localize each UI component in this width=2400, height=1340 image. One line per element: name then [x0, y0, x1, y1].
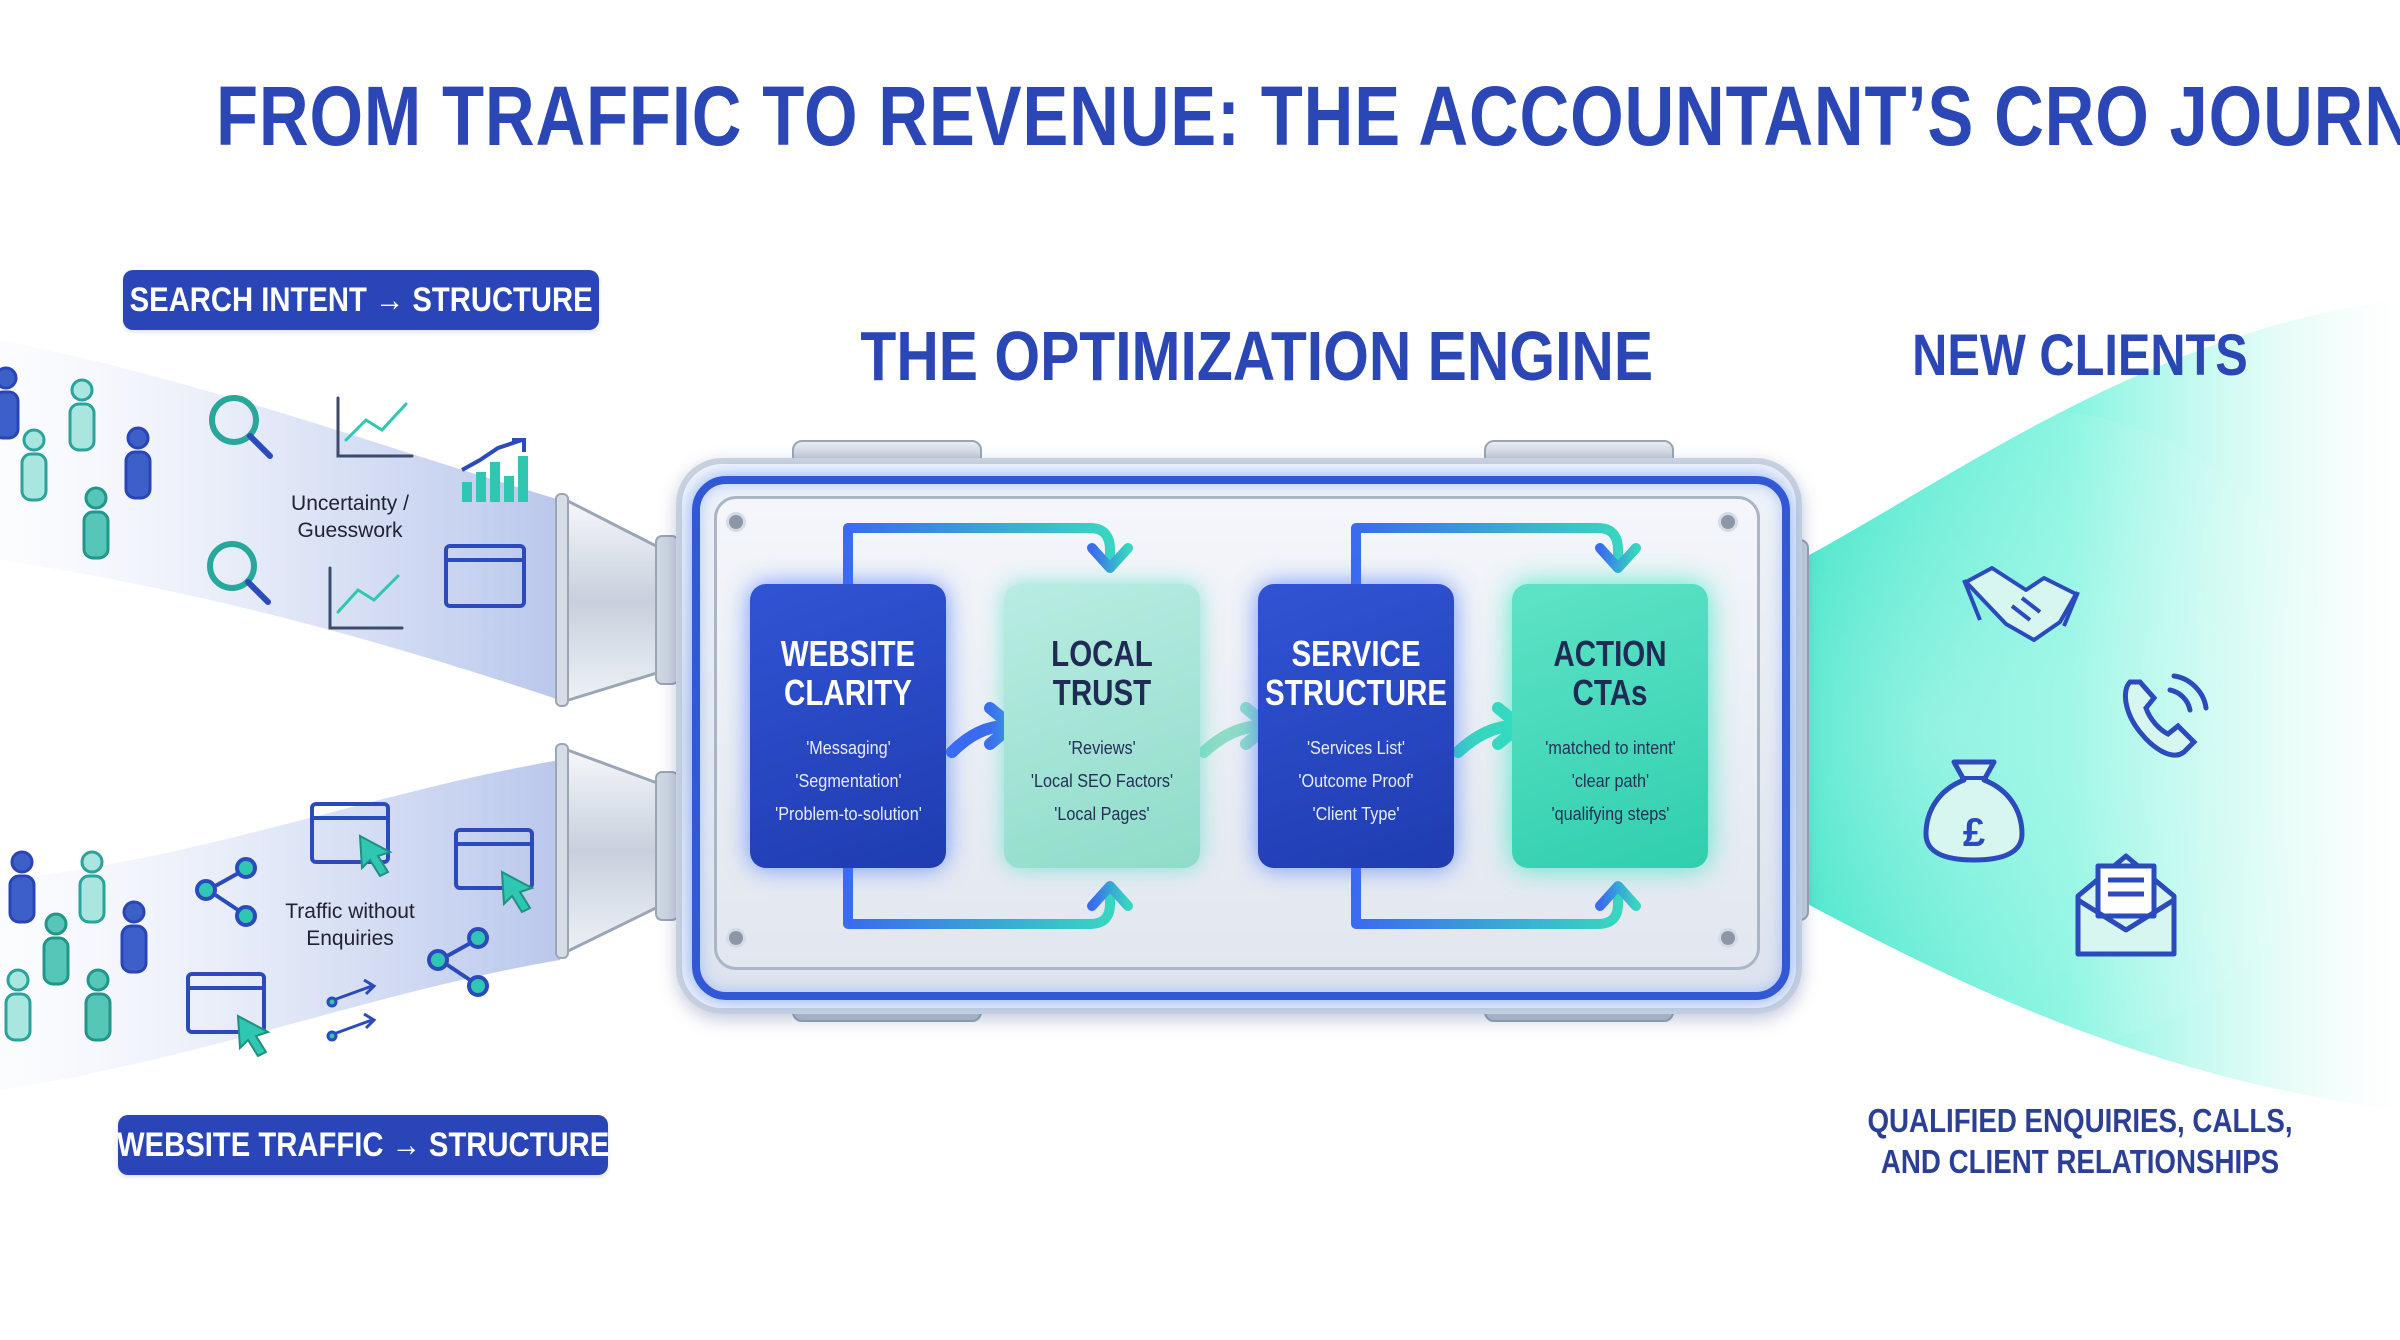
- page-title: FROM TRAFFIC TO REVENUE: THE ACCOUNTANT’…: [216, 69, 2400, 163]
- traffic-label-line: Traffic without: [285, 900, 415, 923]
- bolt-icon: [1718, 928, 1738, 948]
- share-network-icon: [427, 927, 489, 997]
- traffic-without-enquiries-label: Traffic without Enquiries: [270, 898, 430, 952]
- flow-arrows-icon: [326, 978, 377, 1042]
- stage-title: TRUST: [1052, 672, 1152, 713]
- new-clients-title: NEW CLIENTS: [1912, 323, 2248, 388]
- result-caption-line: AND CLIENT RELATIONSHIPS: [1880, 1143, 2280, 1180]
- money-bag-icon: £: [1923, 759, 2025, 863]
- handshake-icon: [1962, 566, 2080, 642]
- stage-item: 'clear path': [1571, 771, 1649, 791]
- phone-icon: [2122, 673, 2209, 758]
- uncertainty-label: Uncertainty / Guesswork: [270, 490, 430, 544]
- stage-item: 'Local Pages': [1054, 804, 1150, 824]
- intake-funnel-top: [555, 493, 679, 707]
- website-traffic-pill-label: WEBSITE TRAFFIC → STRUCTURE: [116, 1125, 610, 1164]
- people-group-bottom-icon: [4, 850, 148, 1042]
- svg-text:£: £: [1963, 811, 1985, 855]
- bolt-icon: [1718, 512, 1738, 532]
- stage-item: 'Services List': [1306, 738, 1406, 758]
- bar-chart-icon: [461, 438, 528, 502]
- search-intent-pill: SEARCH INTENT → STRUCTURE: [123, 270, 599, 330]
- share-network-icon: [195, 857, 257, 927]
- result-caption: QUALIFIED ENQUIRIES, CALLS, AND CLIENT R…: [1836, 1100, 2323, 1182]
- result-caption-line: QUALIFIED ENQUIRIES, CALLS,: [1867, 1102, 2293, 1139]
- stage-item: 'qualifying steps': [1551, 804, 1669, 824]
- stage-title: SERVICE: [1291, 633, 1421, 674]
- stage-title: ACTION: [1553, 633, 1667, 674]
- intake-funnel-bottom: [555, 743, 679, 959]
- stage-item: 'Reviews': [1068, 738, 1136, 758]
- browser-cursor-icon: [454, 828, 535, 914]
- people-group-top-icon: [0, 366, 152, 560]
- stage-item: 'Local SEO Factors': [1030, 771, 1174, 791]
- traffic-label-line: Enquiries: [306, 927, 394, 950]
- stage-item: 'Problem-to-solution': [774, 804, 922, 824]
- traffic-stream-bottom: [0, 760, 560, 1090]
- search-icon: [207, 541, 271, 605]
- browser-window-icon: [444, 544, 526, 608]
- engine-title: THE OPTIMIZATION ENGINE: [860, 317, 1654, 395]
- stage-item: 'Client Type': [1312, 804, 1400, 824]
- bolt-icon: [726, 512, 746, 532]
- browser-cursor-icon: [186, 972, 271, 1058]
- stage-item: 'Outcome Proof': [1298, 771, 1414, 791]
- trend-chart-icon: [328, 566, 404, 630]
- search-icon: [209, 395, 273, 459]
- envelope-icon: [2075, 853, 2177, 957]
- stage-title: LOCAL: [1051, 633, 1153, 674]
- uncertainty-label-line: Uncertainty /: [291, 492, 409, 515]
- search-intent-pill-label: SEARCH INTENT → STRUCTURE: [129, 280, 593, 319]
- stage-title: CLARITY: [784, 672, 912, 713]
- trend-chart-icon: [336, 396, 414, 458]
- website-traffic-pill: WEBSITE TRAFFIC → STRUCTURE: [116, 1115, 610, 1175]
- stage-item: 'Segmentation': [794, 771, 902, 791]
- stage-title: WEBSITE: [780, 633, 916, 674]
- bolt-icon: [726, 928, 746, 948]
- stage-title: STRUCTURE: [1264, 672, 1448, 713]
- stage-item: 'matched to intent': [1544, 738, 1676, 758]
- browser-cursor-icon: [310, 802, 393, 878]
- stage-item: 'Messaging': [805, 738, 891, 758]
- uncertainty-label-line: Guesswork: [297, 519, 403, 542]
- stage-title: CTAs: [1572, 672, 1648, 713]
